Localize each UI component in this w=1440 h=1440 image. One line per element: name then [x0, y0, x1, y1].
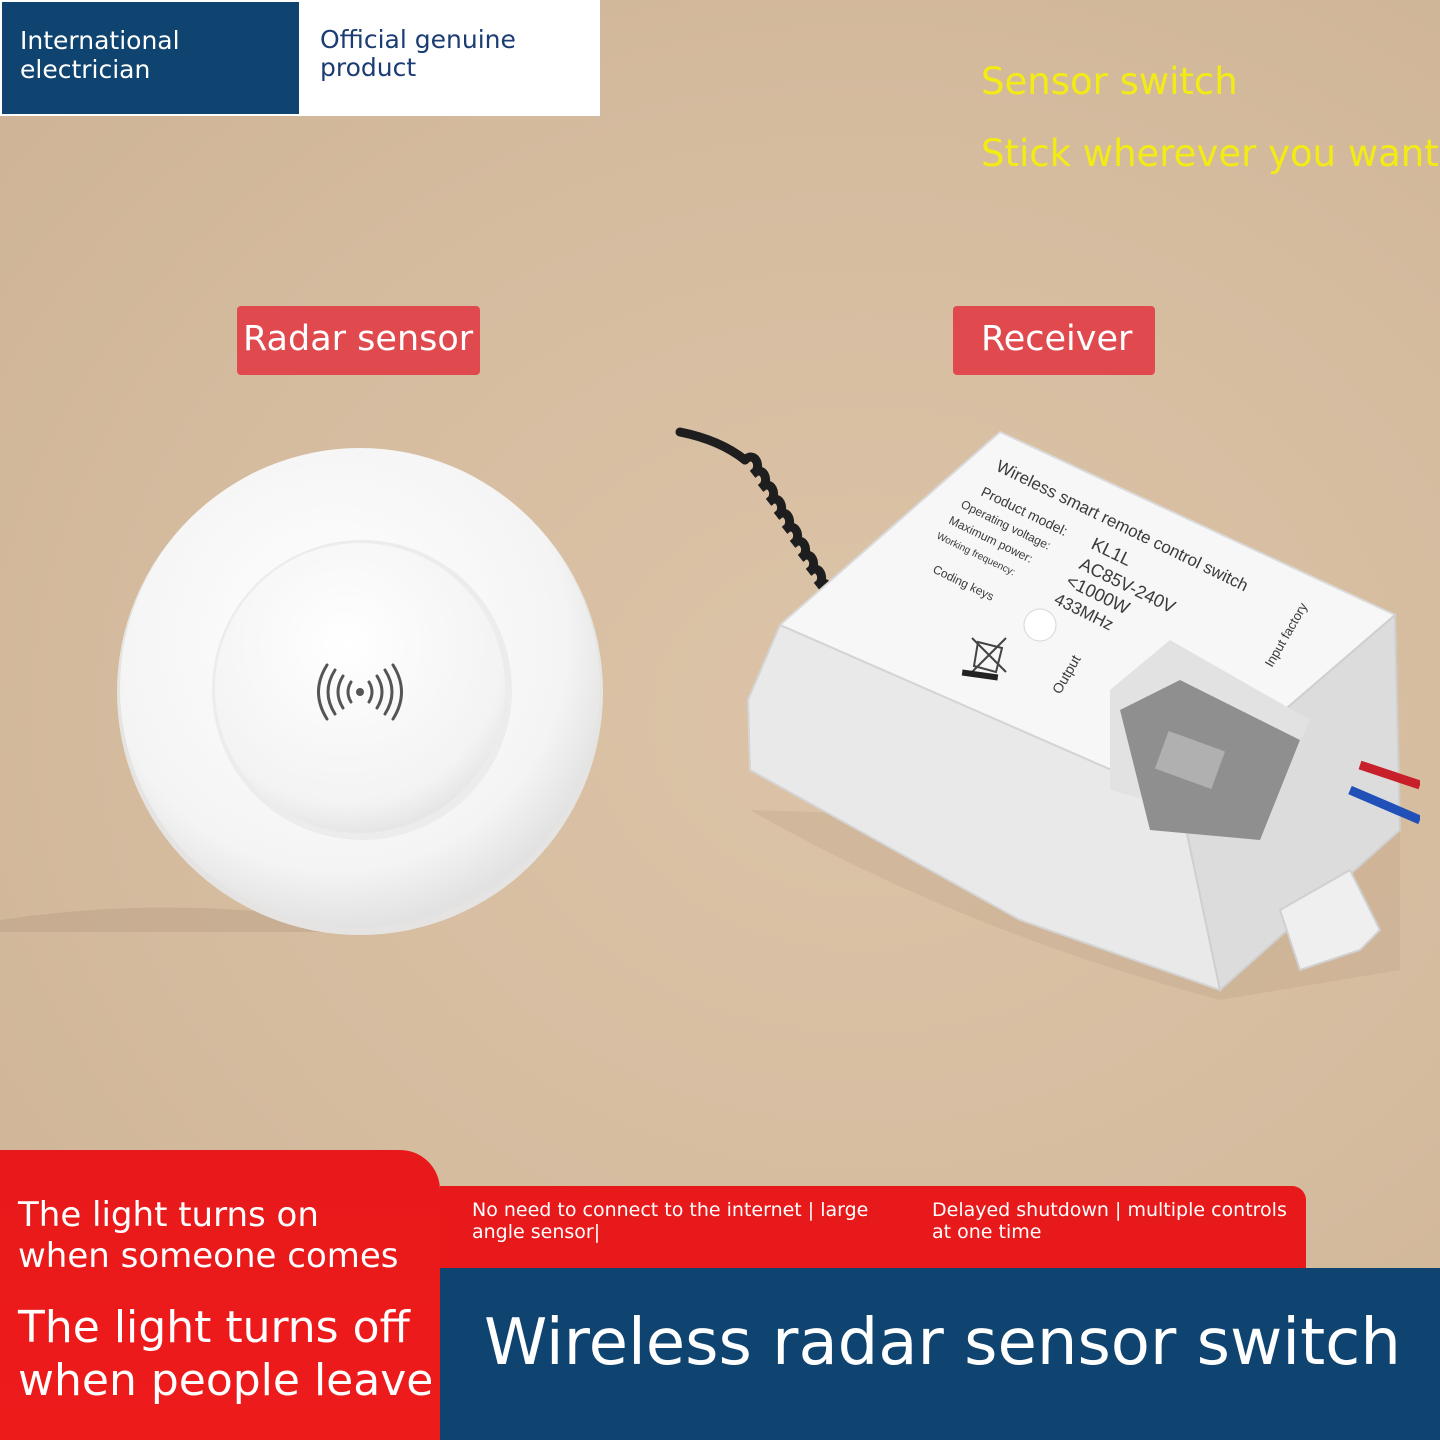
product-title: Wireless radar sensor switch — [484, 1306, 1401, 1380]
brand-bar: International electrician Official genui… — [0, 0, 600, 116]
feature-no-internet: No need to connect to the internet | lar… — [472, 1199, 869, 1243]
receiver-tag: Receiver — [953, 306, 1155, 375]
light-on-line2: when someone comes — [18, 1236, 399, 1276]
title-band — [440, 1268, 1440, 1440]
brand-left-panel: International electrician — [2, 2, 299, 114]
light-off-line2: when people leave — [18, 1355, 434, 1406]
weee-bin-icon — [961, 637, 1007, 681]
headline-sensor-switch: Sensor switch — [981, 60, 1238, 103]
left-red-panel: The light turns on when someone comes Th… — [0, 1150, 440, 1440]
receiver-image: Wireless smart remote control switch Pro… — [675, 427, 1420, 1000]
features-band — [440, 1186, 1306, 1268]
light-off-line1: The light turns off — [18, 1302, 410, 1353]
radar-sensor-tag: Radar sensor — [237, 306, 480, 375]
radar-waves-icon — [317, 663, 403, 721]
radar-sensor-image — [0, 448, 603, 935]
brand-right-text: Official genuine product — [320, 25, 516, 82]
brand-left-text: International electrician — [20, 26, 180, 84]
antenna-coil — [675, 427, 834, 605]
headline-stick-anywhere: Stick wherever you want — [981, 132, 1439, 175]
feature-delayed-shutdown: Delayed shutdown | multiple controls at … — [932, 1199, 1287, 1243]
light-on-line1: The light turns on — [18, 1195, 319, 1235]
